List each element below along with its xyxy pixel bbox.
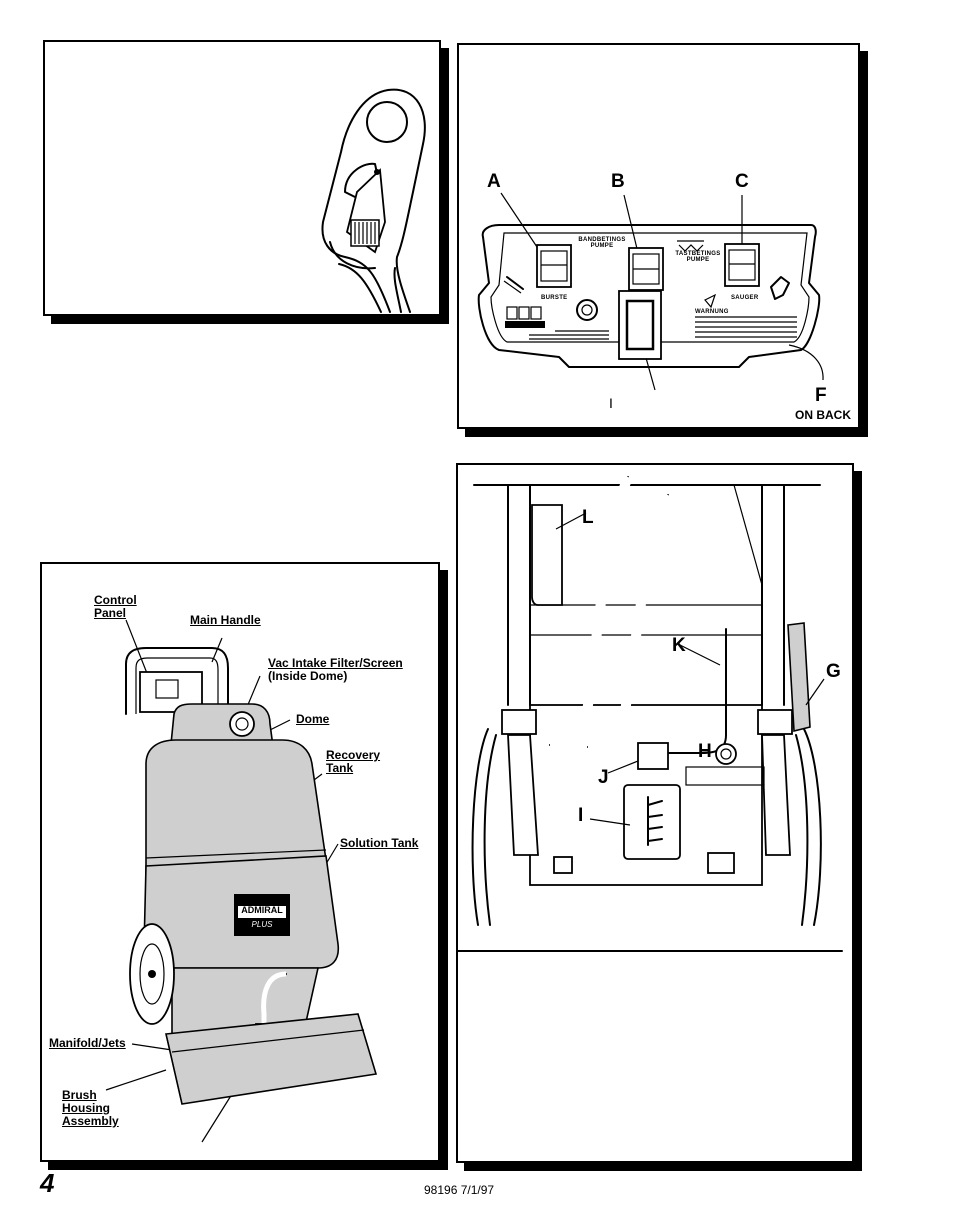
label-control-panel: Control Panel — [94, 593, 137, 620]
callout-j: J — [598, 767, 609, 788]
callout-i-mark: I — [609, 395, 613, 411]
on-back-label: ON BACK — [795, 408, 851, 422]
label-brush-housing: Brush Housing Assembly — [62, 1088, 119, 1128]
panel-text-bursten: BURSTE — [541, 295, 568, 301]
page-number: 4 — [40, 1168, 55, 1198]
callout-a: A — [487, 171, 501, 192]
label-vac-intake-filter: Vac Intake Filter/Screen — [268, 656, 403, 670]
label-dome: Dome — [296, 712, 330, 726]
brand-badge-sub: PLUS — [251, 920, 273, 929]
panel-text-sauger: SAUGER — [731, 295, 759, 301]
callout-h: H — [698, 741, 712, 762]
label-main-handle: Main Handle — [190, 613, 261, 627]
label-recovery-tank: Recovery Tank — [326, 748, 381, 775]
machine-illustration — [105, 619, 378, 1143]
callout-f: F — [815, 385, 827, 406]
control-panel-panel: A B C F ON BACK I BANDBETINGS PUMPE BURS… — [457, 43, 860, 429]
machine-panel: Control Panel Main Handle Vac Intake Fil… — [40, 562, 440, 1162]
callout-i: I — [578, 805, 584, 826]
callout-l: L — [582, 507, 594, 528]
panel-text-tastbetinging: TASTBETINGS PUMPE — [675, 251, 721, 263]
brand-badge: ADMIRAL — [241, 905, 283, 915]
callout-c: C — [735, 171, 749, 192]
document-code: 98196 7/1/97 — [424, 1183, 495, 1197]
callout-g: G — [826, 661, 841, 682]
handle-switch-illustration — [321, 88, 426, 313]
label-solution-tank: Solution Tank — [340, 836, 419, 850]
label-inside-dome: (Inside Dome) — [268, 669, 348, 683]
panel-text-warning: WARNUNG — [695, 309, 729, 315]
rear-view-panel: L K G H J I — [456, 463, 854, 1163]
rear-view-illustration — [457, 475, 843, 952]
callout-b: B — [611, 171, 625, 192]
label-manifold-jets: Manifold/Jets — [49, 1036, 126, 1050]
control-panel-illustration — [477, 192, 824, 391]
callout-k: K — [672, 635, 686, 656]
panel-text-bursten-pumpe: BANDBETINGS PUMPE — [578, 237, 626, 249]
handle-detail-panel — [43, 40, 441, 316]
